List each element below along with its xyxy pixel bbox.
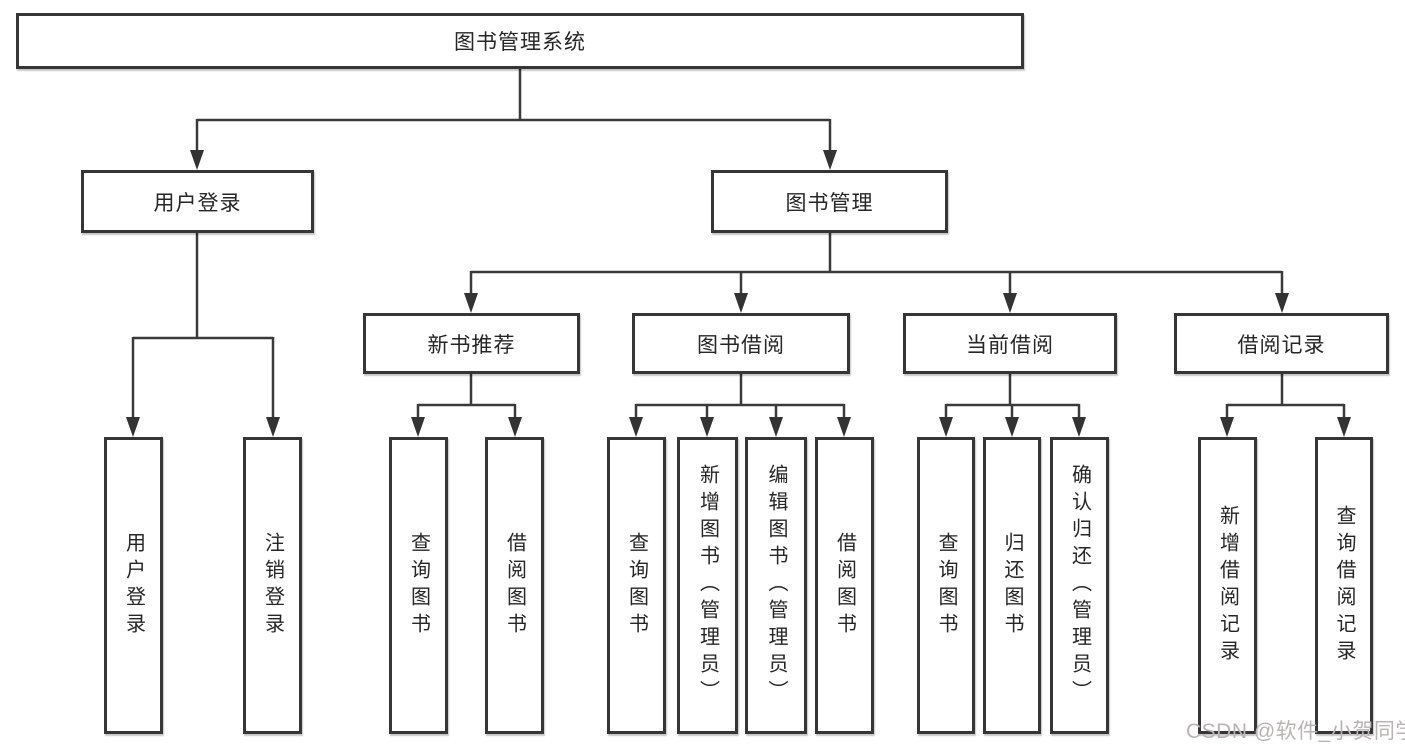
node-label: 借阅记录 — [1237, 333, 1326, 357]
node-current-borrow: 当前借阅 — [903, 313, 1117, 374]
connector-user-login — [126, 233, 280, 437]
node-new-book-recommend: 新书推荐 — [363, 313, 580, 374]
leaf-label: 归还图书 — [1001, 531, 1023, 640]
node-book-management: 图书管理 — [711, 170, 948, 233]
leaf-query-book-current: 查询图书 — [917, 437, 975, 734]
leaf-logout: 注销登录 — [243, 437, 302, 734]
leaf-add-borrow-record: 新增借阅记录 — [1198, 437, 1257, 734]
leaf-label: 新增借阅记录 — [1216, 504, 1239, 667]
connector-book-borrow — [629, 374, 851, 437]
node-label: 新书推荐 — [427, 333, 516, 357]
connector-root — [190, 69, 837, 170]
leaf-label: 借阅图书 — [503, 531, 526, 640]
leaf-query-borrow-record: 查询借阅记录 — [1315, 437, 1373, 734]
connector-new-book — [411, 374, 522, 437]
leaf-query-book-borrow: 查询图书 — [607, 437, 666, 734]
watermark-text: CSDN @软件_小贺同学 — [1186, 720, 1405, 743]
leaf-label: 注销登录 — [261, 531, 284, 640]
node-label: 用户登录 — [153, 191, 242, 215]
leaf-label: 查询借阅记录 — [1333, 504, 1355, 667]
leaf-add-book-admin: 新增图书（管理员） — [677, 437, 738, 734]
leaf-label: 编辑图书（管理员） — [765, 464, 787, 707]
leaf-label: 新增图书（管理员） — [696, 464, 719, 707]
node-label: 图书借阅 — [697, 333, 785, 357]
leaf-label: 借阅图书 — [833, 531, 856, 640]
leaf-label: 确认归还（管理员） — [1068, 464, 1091, 707]
leaf-borrow-book-recommend: 借阅图书 — [485, 437, 544, 734]
connector-current-borrow — [939, 374, 1086, 437]
leaf-user-login: 用户登录 — [104, 437, 163, 734]
connector-borrow-record — [1220, 374, 1351, 437]
node-label: 当前借阅 — [966, 333, 1054, 357]
node-root: 图书管理系统 — [16, 13, 1024, 69]
node-borrow-record: 借阅记录 — [1174, 313, 1389, 374]
node-label: 图书管理 — [785, 191, 874, 215]
node-user-login: 用户登录 — [81, 170, 314, 233]
leaf-label: 查询图书 — [935, 531, 957, 640]
leaf-borrow-book: 借阅图书 — [815, 437, 874, 734]
leaf-return-book: 归还图书 — [983, 437, 1041, 734]
leaf-confirm-return-admin: 确认归还（管理员） — [1050, 437, 1109, 734]
leaf-label: 查询图书 — [625, 531, 648, 640]
node-label: 图书管理系统 — [454, 31, 586, 54]
leaf-edit-book-admin: 编辑图书（管理员） — [745, 437, 807, 734]
leaf-label: 用户登录 — [122, 531, 145, 640]
connector-book-management — [464, 233, 1289, 313]
leaf-query-book-recommend: 查询图书 — [389, 437, 448, 734]
leaf-label: 查询图书 — [407, 531, 430, 640]
node-book-borrow: 图书借阅 — [632, 313, 850, 374]
